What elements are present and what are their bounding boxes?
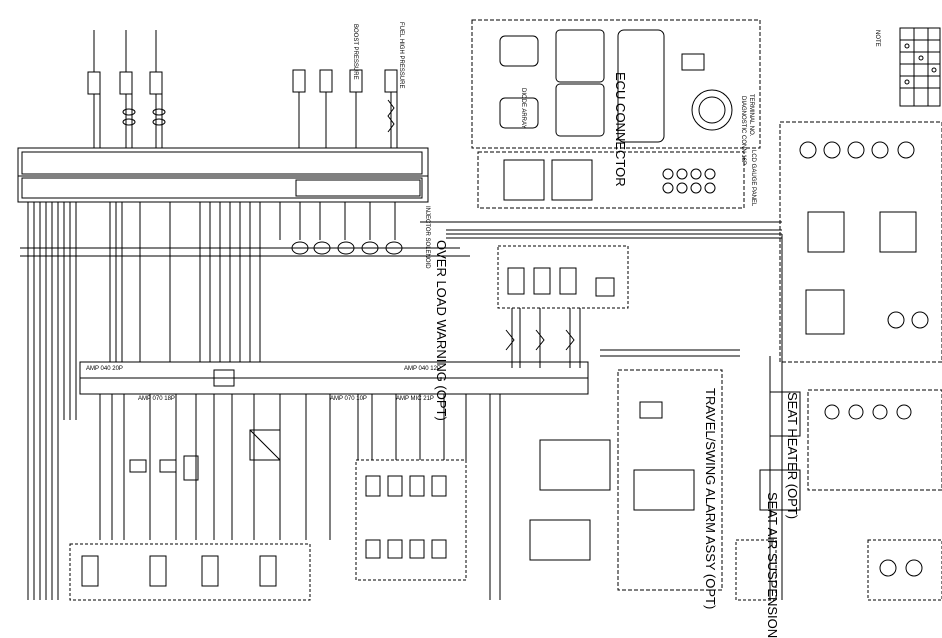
travel-swing-alarm-assy <box>489 349 740 600</box>
ecu-connector-label: ECU CONNECTOR <box>613 72 628 187</box>
sensor-group-left <box>87 30 166 148</box>
travel-swing-alarm-label: TRAVEL/SWING ALARM ASSY (OPT) <box>703 388 718 610</box>
seat-air-suspension-label: SEAT AIR SUSPENSION <box>765 492 780 638</box>
injector-solenoids <box>279 202 403 255</box>
note-table <box>899 27 941 107</box>
wiring-schematic <box>17 19 942 601</box>
amp-mic-21p-label: AMP MIC 21P <box>396 396 434 402</box>
ecu-output-wires <box>27 202 261 600</box>
note-label: NOTE <box>874 30 880 47</box>
diode-array-label: DIODE ARRAY <box>520 88 526 129</box>
terminal-no-label: TERMINAL NO. <box>748 94 754 137</box>
amp-070-10p-label: AMP 070 10P <box>330 396 367 402</box>
amp-040-12p-label: AMP 040 12P <box>404 366 441 372</box>
amp-connector-strip <box>79 361 589 395</box>
lower-left-circuits <box>69 394 331 601</box>
lcd-gauge-panel-label: LCD GAUGE PANEL <box>750 150 756 207</box>
lcd-gauge-panel <box>477 151 745 209</box>
right-side-circuits <box>735 121 942 601</box>
diagnostic-conn-label: DIAGNOSTIC CONN 16P <box>740 96 746 166</box>
harness-bus <box>20 221 782 257</box>
lower-middle-relays <box>355 394 467 581</box>
seat-heater-label: SEAT HEATER (OPT) <box>785 392 800 520</box>
amp-040-20p-label: AMP 040 20P <box>86 366 123 372</box>
sensor-group-middle <box>292 69 398 148</box>
ecu-connector-panel <box>471 19 761 149</box>
over-load-warning-label: OVER LOAD WARNING (OPT) <box>434 240 449 421</box>
boost-pressure-label: BOOST PRESSURE <box>352 24 358 80</box>
fuel-high-pressure-label: FUEL HIGH PRESSURE <box>398 22 404 89</box>
amp-070-18p-label: AMP 070 18P <box>138 396 175 402</box>
overload-warning-assy <box>497 245 629 368</box>
injector-solenoid-label: INJECTOR SOLENOID <box>424 206 430 269</box>
ecu-main-block <box>17 147 429 203</box>
